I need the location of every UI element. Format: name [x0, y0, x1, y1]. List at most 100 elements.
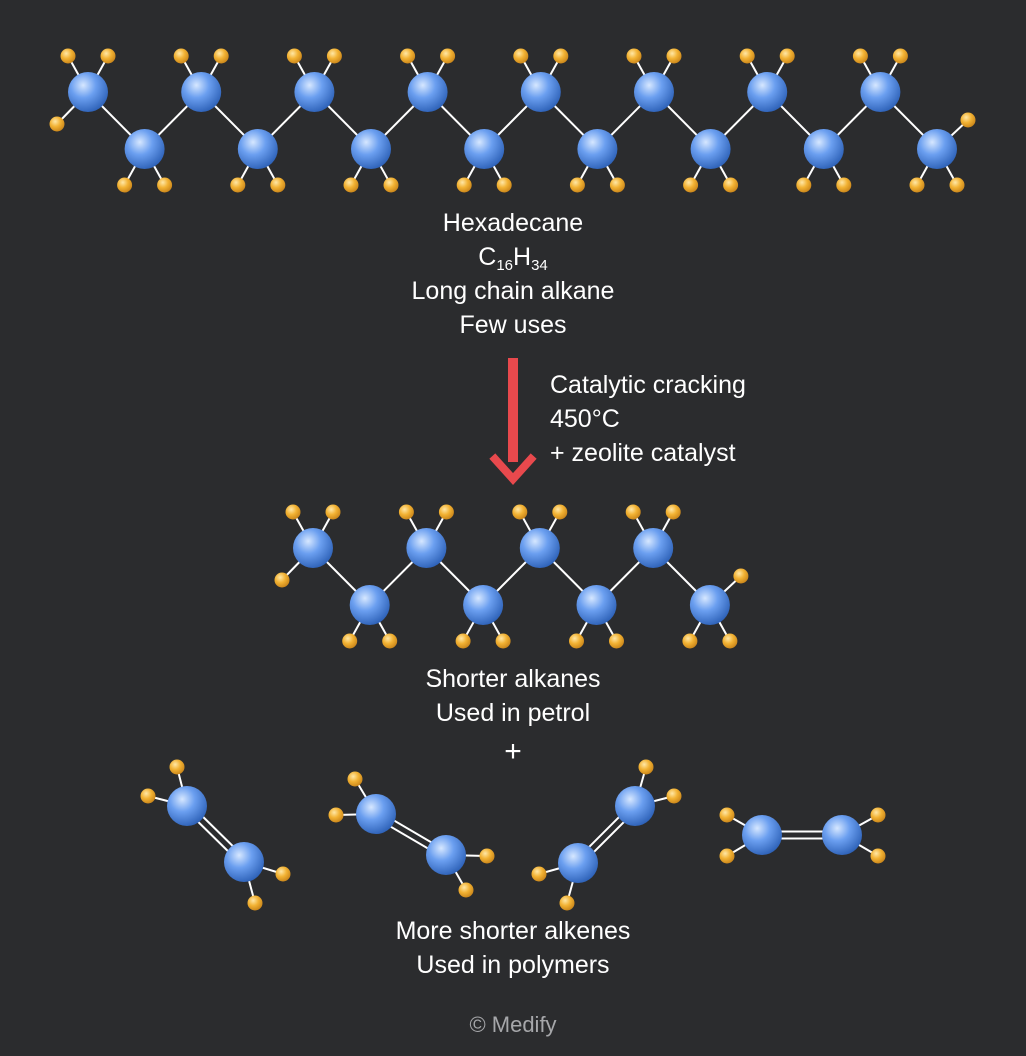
hydrogen-atom: [666, 788, 682, 804]
hydrogen-atom: [559, 895, 575, 911]
reaction-conditions: Catalytic cracking 450°C + zeolite catal…: [550, 368, 746, 470]
carbon-atom: [803, 129, 844, 169]
reaction-arrow: [489, 358, 537, 485]
formula-carbon-subscript: 16: [496, 257, 513, 274]
hydrogen-atom: [796, 177, 812, 193]
hexadecane-name: Hexadecane: [442, 209, 584, 237]
hydrogen-atom: [960, 112, 976, 128]
carbon-atom: [406, 528, 447, 568]
hydrogen-atom: [495, 633, 511, 649]
hexadecane-uses: Few uses: [459, 311, 567, 339]
carbon-atom: [407, 72, 448, 112]
hydrogen-atom: [325, 504, 341, 520]
carbon-atom: [747, 72, 788, 112]
reaction-catalyst: + zeolite catalyst: [550, 439, 736, 467]
carbon-atom: [124, 129, 165, 169]
hydrogen-atom: [100, 48, 116, 64]
hydrogen-atom: [60, 48, 76, 64]
hydrogen-atom: [455, 633, 471, 649]
hydrogen-atom: [328, 807, 344, 823]
hydrogen-atom: [512, 504, 528, 520]
hydrogen-atom: [569, 633, 584, 649]
hydrogen-atom: [870, 848, 886, 864]
carbon-atom: [224, 842, 264, 882]
carbon-atom: [181, 72, 222, 112]
hydrogen-atom: [286, 48, 302, 64]
formula-carbon: C: [478, 243, 497, 271]
hydrogen-atom: [213, 48, 229, 64]
hydrogen-atom: [343, 177, 359, 193]
carbon-atom: [615, 786, 655, 826]
hydrogen-atom: [638, 759, 654, 775]
hydrogen-atom: [326, 48, 342, 64]
hexadecane-description: Long chain alkane: [411, 277, 615, 305]
carbon-atom: [577, 129, 618, 169]
hydrogen-atom: [274, 572, 290, 588]
hexadecane-formula: C16H34: [0, 240, 1026, 274]
hydrogen-atom: [531, 866, 547, 882]
hexadecane-label: Hexadecane C16H34 Long chain alkane Few …: [0, 206, 1026, 342]
hydrogen-atom: [739, 48, 755, 64]
hydrogen-atom: [666, 48, 682, 64]
hydrogen-atom: [909, 177, 925, 193]
carbon-atom: [294, 72, 335, 112]
hydrogen-atom: [553, 48, 569, 64]
shorter-alkanes-title: Shorter alkanes: [425, 665, 601, 693]
hydrogen-atom: [440, 48, 456, 64]
carbon-atom: [464, 129, 505, 169]
formula-hydrogen-subscript: 34: [531, 257, 548, 274]
plus-sign: +: [504, 735, 522, 768]
carbon-atom: [167, 786, 207, 826]
reaction-temperature: 450°C: [550, 405, 620, 433]
hydrogen-atom: [398, 504, 414, 520]
hydrogen-atom: [157, 177, 173, 193]
hydrogen-atom: [892, 48, 908, 64]
hydrogen-atom: [683, 177, 699, 193]
carbon-atom: [463, 585, 504, 625]
hydrogen-atom: [733, 568, 749, 584]
shorter-alkanes-use: Used in petrol: [435, 699, 591, 727]
hydrogen-atom: [722, 633, 738, 649]
copyright-notice: © Medify: [469, 1012, 557, 1037]
hydrogen-atom: [382, 633, 398, 649]
hydrogen-atom: [247, 895, 263, 911]
carbon-atom: [634, 72, 674, 112]
carbon-atom: [917, 129, 957, 169]
hydrogen-atom: [949, 177, 965, 193]
hydrogen-atom: [552, 504, 568, 520]
carbon-atom: [351, 129, 391, 169]
carbon-atom: [690, 129, 731, 169]
hydrogen-atom: [870, 807, 886, 823]
carbon-atom: [293, 528, 333, 568]
hydrogen-atom: [682, 633, 698, 649]
hydrogen-atom: [230, 177, 246, 193]
hydrogen-atom: [479, 848, 495, 864]
hydrogen-atom: [609, 177, 625, 193]
hydrogen-atom: [719, 807, 735, 823]
carbon-atom: [576, 585, 617, 625]
hydrogen-atom: [625, 504, 641, 520]
hydrogen-atom: [173, 48, 189, 64]
hydrogen-atom: [609, 633, 624, 649]
hydrogen-atom: [626, 48, 642, 64]
atoms-layer: [49, 48, 976, 911]
alkenes-label: More shorter alkenes Used in polymers: [0, 914, 1026, 982]
formula-hydrogen: H: [513, 243, 532, 271]
hydrogen-atom: [458, 882, 474, 898]
carbon-atom: [349, 585, 390, 625]
hydrogen-atom: [456, 177, 472, 193]
reaction-title: Catalytic cracking: [550, 371, 746, 399]
carbon-atom: [633, 528, 674, 568]
hydrogen-atom: [270, 177, 286, 193]
hydrogen-atom: [383, 177, 399, 193]
arrow-head: [489, 453, 537, 485]
hydrogen-atom: [275, 866, 291, 882]
hydrogen-atom: [513, 48, 529, 64]
hydrogen-atom: [347, 771, 363, 787]
hydrogen-atom: [169, 759, 185, 775]
hydrogen-atom: [719, 848, 735, 864]
carbon-atom: [237, 129, 278, 169]
carbon-atom: [860, 72, 901, 112]
hydrogen-atom: [779, 48, 795, 64]
arrow-shaft: [508, 358, 518, 462]
